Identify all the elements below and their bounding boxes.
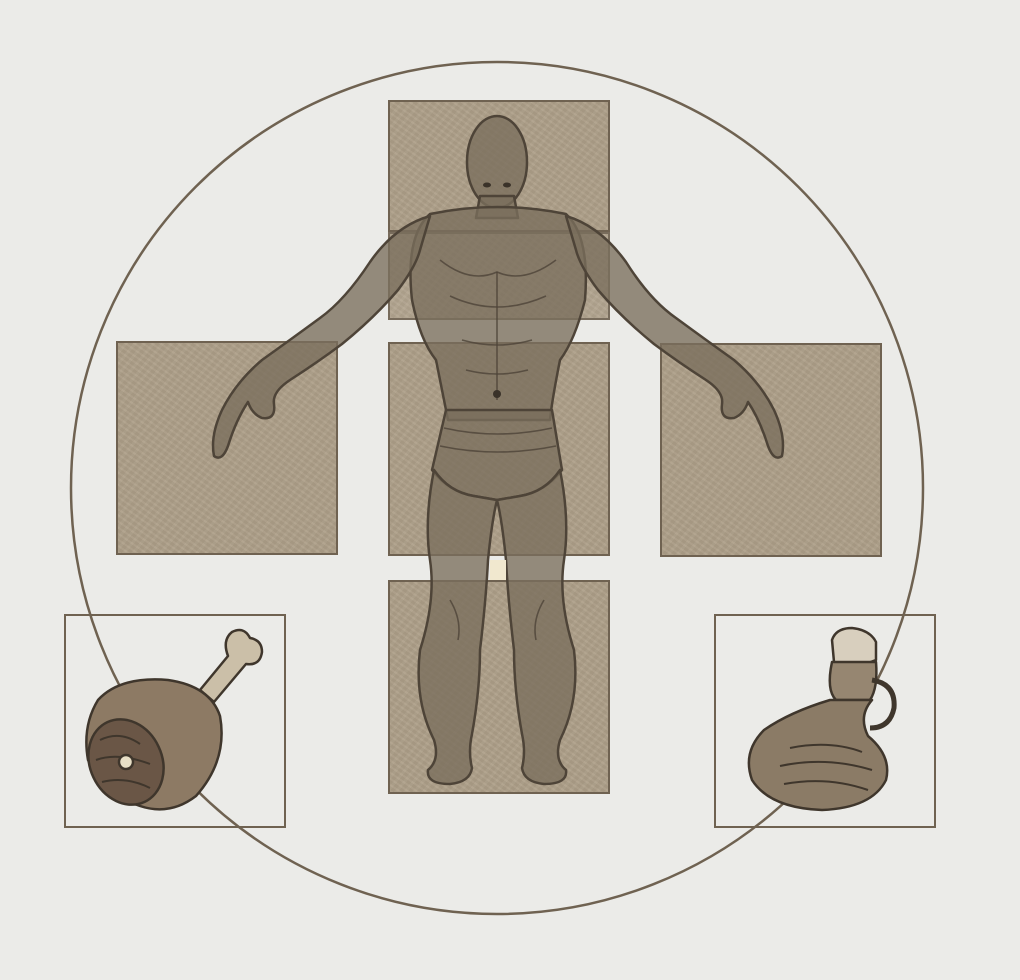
head-slot[interactable] — [388, 100, 610, 232]
right-hand-slot[interactable] — [660, 343, 882, 557]
chest-slot[interactable] — [388, 232, 610, 320]
left-hand-slot[interactable] — [116, 341, 338, 555]
drink-quick-slot[interactable] — [714, 614, 936, 828]
food-quick-slot[interactable] — [64, 614, 286, 828]
legs-slot[interactable] — [388, 580, 610, 794]
knee-highlight — [490, 560, 506, 580]
body-slot[interactable] — [388, 342, 610, 556]
